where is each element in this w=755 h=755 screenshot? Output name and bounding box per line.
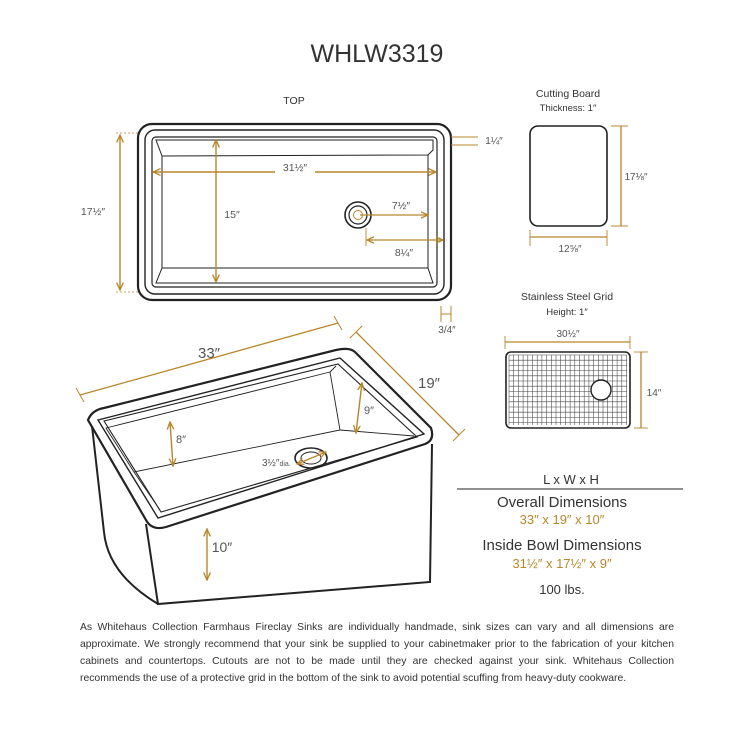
specs: L x W x H Overall Dimensions 33″ x 19″ x…	[457, 472, 683, 597]
grid-drain-opening	[590, 379, 612, 401]
dim-inner-depth: 15″	[224, 209, 240, 221]
dim-drain-wall: 8¼″	[395, 247, 414, 259]
sink-inner-rim	[144, 129, 445, 295]
grid-title: Stainless Steel Grid	[521, 291, 613, 303]
grid-height: 14″	[647, 388, 662, 399]
iso-depth-back: 9″	[364, 405, 374, 417]
svg-text:3½″dia.: 3½″dia.	[262, 458, 291, 469]
cutting-board: Cutting Board Thickness: 1″ 17⅛″ 12⅝″	[529, 88, 648, 255]
grid-width: 30½″	[556, 329, 579, 340]
dim-drain-edge: 7½″	[392, 200, 411, 212]
iso-apron-front	[145, 443, 433, 606]
dim-inner-length: 31½″	[283, 162, 307, 174]
dim-rim-bottom: 3/4″	[438, 325, 456, 336]
iso-bowl-opening	[103, 363, 419, 513]
iso-inner-rim	[96, 357, 426, 519]
sink-diagram: WHLW3319 TOP 17½″ 31½″ 15″ 7½″ 8¼″	[75, 40, 683, 606]
inside-value: 31½″ x 17½″ x 9″	[512, 556, 611, 571]
cutting-board-shape	[529, 125, 608, 227]
iso-drain-suffix: dia.	[279, 461, 290, 468]
grid-frame	[505, 351, 631, 429]
stainless-grid: Stainless Steel Grid Height: 1″ 30½″ 14″	[504, 291, 662, 429]
inside-label: Inside Bowl Dimensions	[482, 537, 641, 554]
iso-length-line	[79, 322, 339, 396]
bowl-front-ledge	[155, 267, 434, 284]
iso-drain-dim-line	[297, 452, 326, 464]
iso-apron: 10″	[212, 539, 233, 555]
iso-depth-front: 8″	[176, 434, 186, 446]
cutting-board-width: 12⅝″	[558, 244, 581, 255]
dim-depth: 17½″	[81, 206, 105, 218]
iso-apron-left	[91, 425, 105, 533]
sink-bowl	[151, 136, 438, 288]
bowl-back-ledge	[155, 139, 434, 157]
iso-width: 19″	[418, 375, 441, 392]
iso-width-line	[355, 331, 460, 436]
overall-value: 33″ x 19″ x 10″	[520, 512, 605, 527]
iso-drain-size: 3½″	[262, 458, 280, 469]
top-view: TOP 17½″ 31½″ 15″ 7½″ 8¼″ 1¼″	[81, 95, 503, 336]
iso-length: 33″	[198, 345, 221, 362]
weight: 100 lbs.	[539, 582, 585, 597]
specs-header: L x W x H	[543, 472, 599, 487]
cutting-board-height: 17⅛″	[624, 172, 647, 183]
dim-rim-top: 1¼″	[485, 135, 503, 147]
cutting-board-subtitle: Thickness: 1″	[540, 103, 597, 114]
page-title: WHLW3319	[311, 40, 444, 68]
iso-depth-front-line	[170, 422, 173, 466]
overall-label: Overall Dimensions	[497, 494, 627, 511]
cutting-board-title: Cutting Board	[536, 88, 600, 100]
iso-outer-rim	[86, 347, 434, 530]
iso-view: 3½″dia. 33″ 19″ 10″ 8″ 9″	[75, 315, 466, 606]
top-view-label: TOP	[283, 95, 304, 107]
grid-subtitle: Height: 1″	[546, 307, 588, 318]
disclaimer-text: As Whitehaus Collection Farmhaus Firecla…	[80, 622, 674, 684]
sink-outer-rim	[136, 122, 453, 302]
iso-depth-back-line	[356, 383, 362, 433]
